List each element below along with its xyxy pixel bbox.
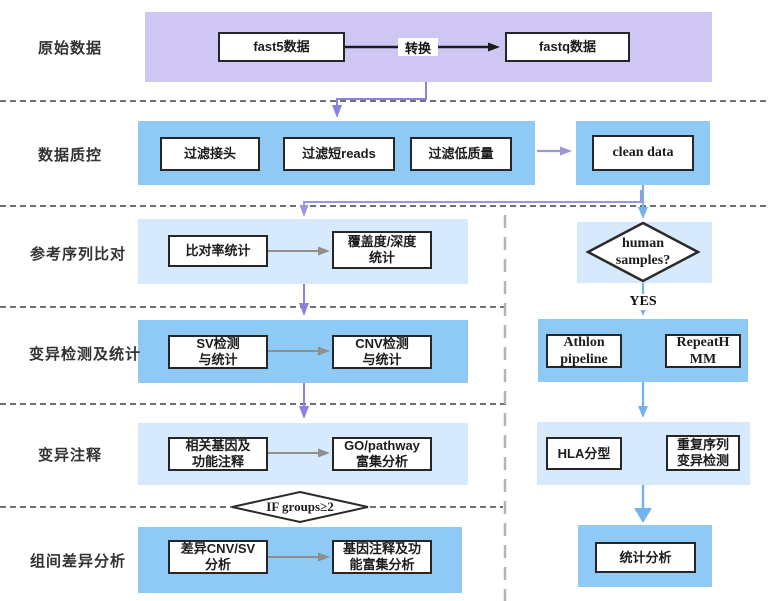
hla-typing-box: HLA分型: [546, 437, 622, 470]
cnv-detection-box: CNV检测 与统计: [332, 335, 432, 369]
typing-to-stats-arrowhead: [634, 508, 652, 523]
row-label-annotation: 变异注释: [37, 447, 102, 464]
fastq-box: fastq数据: [505, 32, 630, 62]
fast5-box: fast5数据: [218, 32, 345, 62]
yes-label: YES: [627, 294, 659, 310]
if-groups-text: IF groups≥2: [266, 498, 334, 514]
row-label-group-diff: 组间差异分析: [29, 553, 126, 570]
filter-low-quality-box: 过滤低质量: [410, 137, 512, 171]
repeat-variant-box: 重复序列 变异检测: [666, 435, 740, 471]
coverage-depth-box: 覆盖度/深度 统计: [332, 231, 432, 269]
alignment-rate-box: 比对率统计: [168, 235, 268, 267]
clean-to-alignment-arrow: [299, 190, 642, 217]
row-label-raw-data: 原始数据: [37, 40, 102, 57]
repeathmm-box: RepeatH MM: [665, 334, 741, 368]
gene-enrichment-box: 基因注释及功 能富集分析: [332, 540, 432, 574]
diff-cnv-sv-box: 差异CNV/SV 分析: [168, 540, 268, 574]
row-label-variant: 变异检测及统计: [28, 346, 141, 363]
human-samples-text: human samples?: [615, 235, 671, 269]
go-pathway-box: GO/pathway 富集分析: [332, 437, 432, 471]
raw-to-qc-arrow: [332, 82, 427, 118]
stats-analysis-box: 统计分析: [595, 542, 696, 573]
clean-data-box: clean data: [592, 135, 694, 171]
related-genes-box: 相关基因及 功能注释: [168, 437, 268, 471]
filter-adapter-box: 过滤接头: [160, 137, 260, 171]
athlon-pipeline-box: Athlon pipeline: [546, 334, 622, 368]
row-label-qc: 数据质控: [37, 147, 102, 164]
sv-detection-box: SV检测 与统计: [168, 335, 268, 369]
row-label-alignment: 参考序列比对: [29, 246, 126, 263]
convert-label: 转换: [398, 38, 438, 56]
filter-short-reads-box: 过滤短reads: [283, 137, 395, 171]
